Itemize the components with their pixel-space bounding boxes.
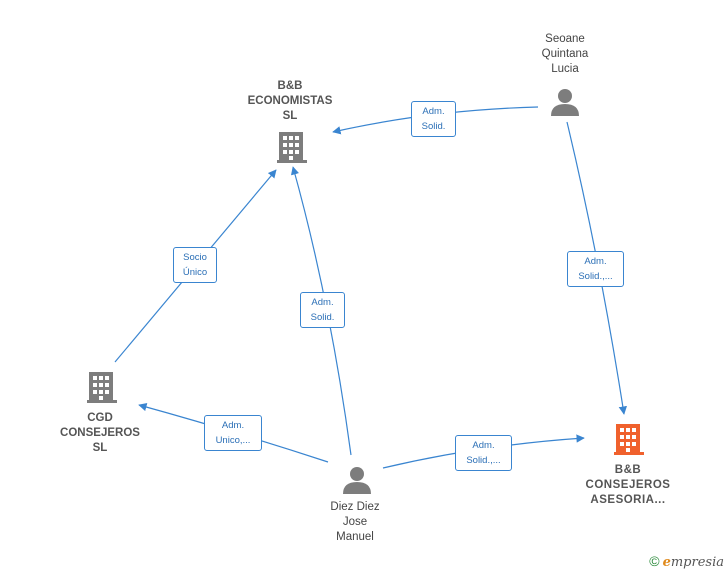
- person-icon[interactable]: [551, 89, 579, 116]
- node-label-bb-economistas[interactable]: B&B ECONOMISTAS SL: [247, 80, 333, 122]
- person-icon[interactable]: [343, 467, 371, 494]
- node-label-bb-consejeros[interactable]: B&B CONSEJEROS ASESORIA...: [585, 464, 671, 506]
- building-icon[interactable]: [277, 132, 307, 163]
- copyright-icon: ©: [649, 553, 660, 569]
- brand-name: empresia: [662, 555, 724, 570]
- node-label-seoane[interactable]: Seoane Quintana Lucia: [541, 33, 589, 75]
- edge-label-diez-cgd[interactable]: Adm. Unico,...: [204, 415, 262, 451]
- node-label-cgd[interactable]: CGD CONSEJEROS SL: [60, 412, 140, 454]
- edge-label-cgd-bb-economistas[interactable]: Socio Único: [173, 247, 217, 283]
- edge-label-diez-bb-economistas[interactable]: Adm. Solid.: [300, 292, 345, 328]
- empresia-watermark[interactable]: ©empresia: [649, 553, 724, 570]
- edge-label-seoane-bb-consejeros[interactable]: Adm. Solid.,...: [567, 251, 624, 287]
- edge-label-diez-bb-consejeros[interactable]: Adm. Solid.,...: [455, 435, 512, 471]
- node-label-diez[interactable]: Diez Diez Jose Manuel: [330, 501, 380, 543]
- building-icon[interactable]: [87, 372, 117, 403]
- building-icon[interactable]: [614, 424, 644, 455]
- edge-label-seoane-bb-economistas[interactable]: Adm. Solid.: [411, 101, 456, 137]
